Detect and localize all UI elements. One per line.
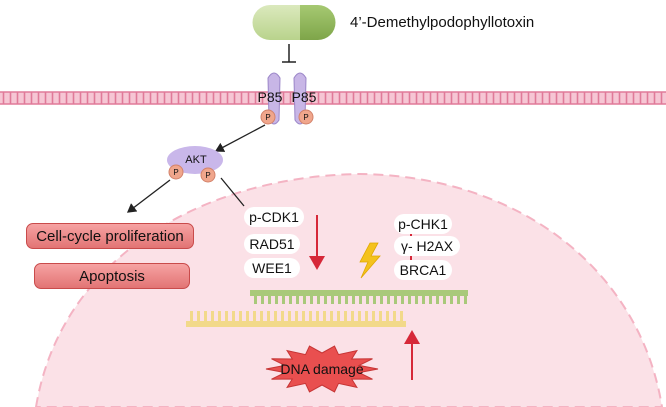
dna-damage-label: DNA damage [280,361,364,377]
marker-brca1: BRCA1 [394,260,452,280]
drug-label: 4’-Demethylpodophyllotoxin [350,13,535,31]
inhibition-symbol [282,44,296,63]
outcome-proliferation: Cell-cycle proliferation [26,223,194,249]
cell-membrane [0,91,666,105]
dna-strand-green [250,290,468,304]
akt-node [167,146,223,183]
phospho-left [260,109,276,125]
marker-wee1: WEE1 [244,258,300,278]
marker-p-cdk1: p-CDK1 [244,207,304,227]
akt-phospho-left-label: P [173,167,179,177]
akt-phospho-right [200,167,216,183]
marker-gamma-h2ax: γ- H2AX [394,236,460,256]
dna-damage-burst [265,345,379,393]
receptor-left [260,72,281,125]
dna-strand-yellow [186,311,406,327]
marker-p-chk1: p-CHK1 [394,214,452,234]
akt-phospho-left [168,164,184,180]
outcome-apoptosis: Apoptosis [34,263,190,289]
receptor-right-label: P85 [291,89,317,105]
arrow-akt-markers [220,177,245,207]
akt-label: AKT [185,154,207,166]
arrow-receptor-akt [214,124,266,152]
phospho-right [298,109,314,125]
drug-capsule [252,5,336,40]
receptor-left-label: P85 [257,89,283,105]
marker-rad51: RAD51 [244,234,300,254]
phospho-left-label: P [265,112,271,122]
receptor-right [293,72,314,125]
arrow-akt-proliferation [126,179,171,213]
phospho-right-label: P [303,112,309,122]
akt-phospho-right-label: P [205,170,211,180]
lightning-icon [359,242,381,279]
